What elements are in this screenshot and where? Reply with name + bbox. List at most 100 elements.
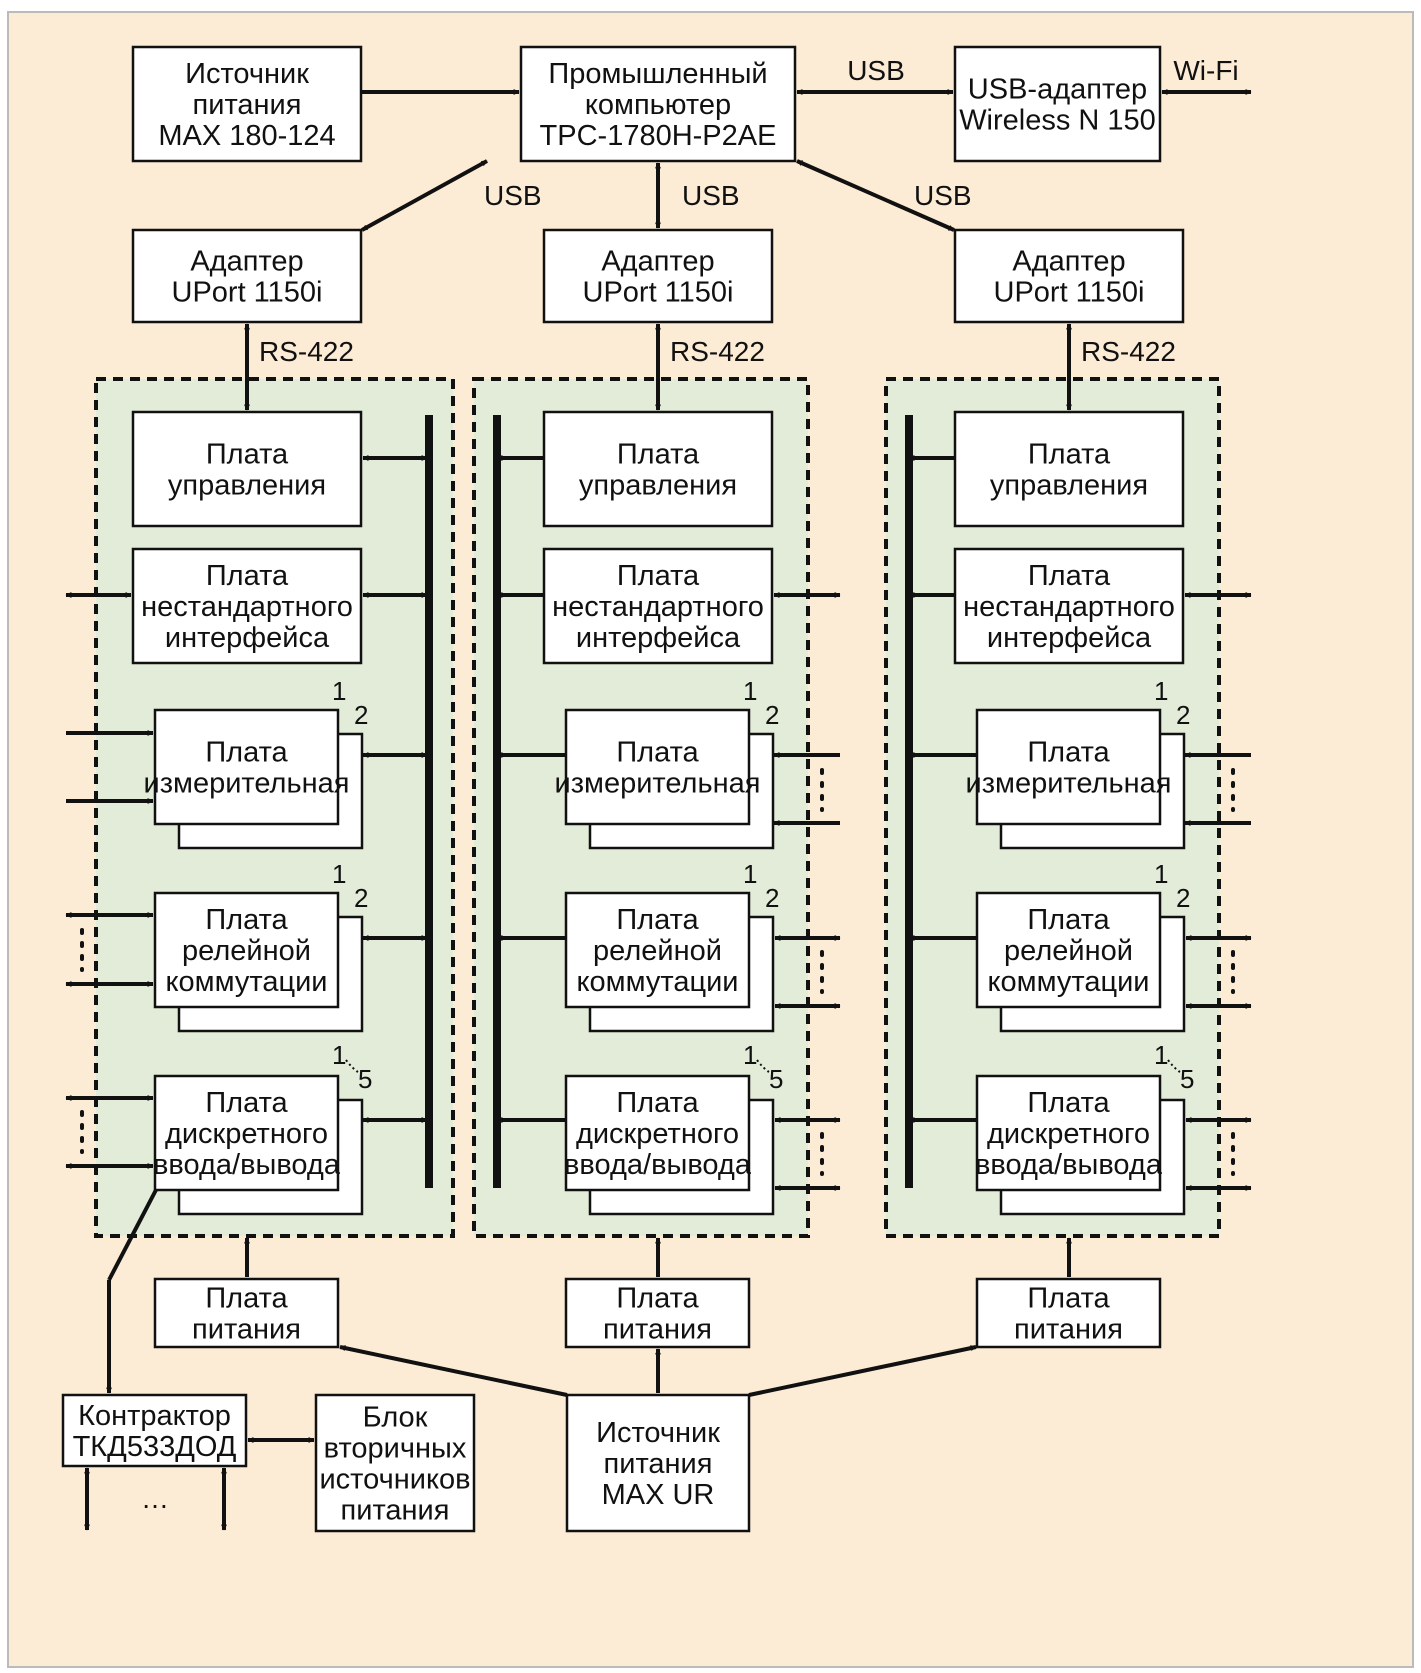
contactor-tkd533dod-label-2: ТКД533ДОД [73, 1431, 237, 1463]
arrow-pc-to-uport-right [796, 159, 955, 232]
uport-adapter-mid-frame [542, 228, 774, 324]
contactor-tkd533dod-label-1: Контрактор [78, 1400, 231, 1432]
contactor-outputs-ellipsis: … [141, 1483, 169, 1514]
discrete-io-board-mid-label-1: Плата [616, 1087, 699, 1119]
power-board-mid-frame [564, 1277, 751, 1349]
power-source-maxur-label-3: MAX UR [602, 1479, 715, 1511]
control-board-left-label-1: Плата [206, 439, 289, 471]
nonstd-interface-board-right-label-3: интерфейса [987, 622, 1152, 654]
power-board-left-label-2: питания [192, 1314, 301, 1346]
discrete-io-board-left-label-1: Плата [205, 1087, 288, 1119]
stack-num-1-relay-mid: 1 [743, 859, 757, 889]
discrete-io-board-mid-label-2: дискретного [576, 1118, 739, 1150]
uport-adapter-left-label-2: UPort 1150i [172, 277, 323, 309]
measurement-board-left-label-1: Плата [205, 737, 288, 769]
stack-num-2-measure-mid: 2 [765, 700, 779, 730]
relay-board-mid-frame [564, 891, 751, 1009]
stack-num-2-relay-right: 2 [1176, 883, 1190, 913]
secondary-power-sources-block-label-2: вторичных [324, 1433, 467, 1465]
nonstd-interface-board-left-label-3: интерфейса [165, 622, 330, 654]
discrete-io-board-left-frame [153, 1074, 340, 1192]
relay-board-mid-label-2: релейной [593, 935, 722, 967]
power-source-maxur-frame [565, 1393, 751, 1533]
secondary-power-sources-block-label-4: питания [341, 1495, 450, 1527]
arrow-pc-to-uport-left [361, 159, 488, 232]
stack-range-dots-left [345, 1059, 359, 1073]
uport-adapter-mid-label-2: UPort 1150i [583, 277, 734, 309]
nonstd-interface-board-right-frame [953, 547, 1185, 665]
arrow-maxur-to-power-right [748, 1345, 977, 1397]
label-rs422-mid: RS-422 [670, 336, 765, 367]
power-board-right-label-1: Плата [1027, 1283, 1110, 1315]
nonstd-interface-board-right-label-2: нестандартного [963, 591, 1175, 623]
usb-wifi-adapter-label-1: USB-адаптер [968, 74, 1147, 106]
nonstd-interface-board-left-frame [131, 547, 363, 665]
label-rs422-right: RS-422 [1081, 336, 1176, 367]
uport-adapter-mid-label-1: Адаптер [601, 246, 714, 278]
stack-num-1-measure-right: 1 [1154, 676, 1168, 706]
measurement-board-mid-frame [564, 708, 751, 826]
relay-board-left-label-3: коммутации [166, 966, 328, 998]
secondary-power-sources-block-frame [314, 1393, 476, 1533]
power-source-max180-label-2: питания [193, 89, 302, 121]
power-source-max180-frame [131, 45, 363, 163]
stack-num-1-measure-mid: 1 [743, 676, 757, 706]
stack-num-2-relay-left: 2 [354, 883, 368, 913]
measurement-board-right-label-2: измерительная [966, 768, 1172, 800]
label-usb-left: USB [484, 180, 542, 211]
uport-adapter-right-label-1: Адаптер [1012, 246, 1125, 278]
relay-board-right-label-3: коммутации [988, 966, 1150, 998]
discrete-io-board-left-label-2: дискретного [165, 1118, 328, 1150]
discrete-io-board-left-label-3: ввода/вывода [153, 1149, 341, 1181]
industrial-pc-label-1: Промышленный [548, 58, 767, 90]
industrial-pc-label-3: TPC-1780H-P2AE [540, 120, 777, 152]
stack-num-start-discrete-mid: 1 [743, 1040, 757, 1070]
power-board-right-label-2: питания [1014, 1314, 1123, 1346]
usb-wifi-adapter-label-2: Wireless N 150 [959, 105, 1156, 137]
measurement-board-right-label-1: Плата [1027, 737, 1110, 769]
stack-num-2-measure-right: 2 [1176, 700, 1190, 730]
discrete-io-board-right-label-3: ввода/вывода [975, 1149, 1163, 1181]
secondary-power-sources-block-label-3: источников [319, 1464, 470, 1496]
industrial-pc-frame [519, 45, 797, 163]
control-board-left-label-2: управления [168, 470, 326, 502]
stack-num-2-measure-left: 2 [354, 700, 368, 730]
relay-board-right-label-1: Плата [1027, 904, 1110, 936]
arrow-maxur-to-power-left [339, 1345, 568, 1397]
relay-board-mid-label-3: коммутации [577, 966, 739, 998]
power-source-maxur-label-2: питания [604, 1448, 713, 1480]
label-rs422-left: RS-422 [259, 336, 354, 367]
discrete-io-board-right-label-2: дискретного [987, 1118, 1150, 1150]
measurement-board-right-frame [975, 708, 1162, 826]
nonstd-interface-board-mid-label-2: нестандартного [552, 591, 764, 623]
stack-num-end-discrete-right: 5 [1180, 1064, 1194, 1094]
discrete-io-board-right-label-1: Плата [1027, 1087, 1110, 1119]
discrete-io-board-mid-frame [564, 1074, 751, 1192]
stack-num-end-discrete-mid: 5 [769, 1064, 783, 1094]
nonstd-interface-board-mid-label-3: интерфейса [576, 622, 741, 654]
control-board-right-label-2: управления [990, 470, 1148, 502]
control-board-mid-frame [542, 410, 774, 528]
control-board-left-frame [131, 410, 363, 528]
control-board-mid-label-2: управления [579, 470, 737, 502]
contactor-tkd533dod-frame [61, 1393, 248, 1468]
power-board-left-label-1: Плата [205, 1283, 288, 1315]
measurement-board-left-frame [153, 708, 340, 826]
